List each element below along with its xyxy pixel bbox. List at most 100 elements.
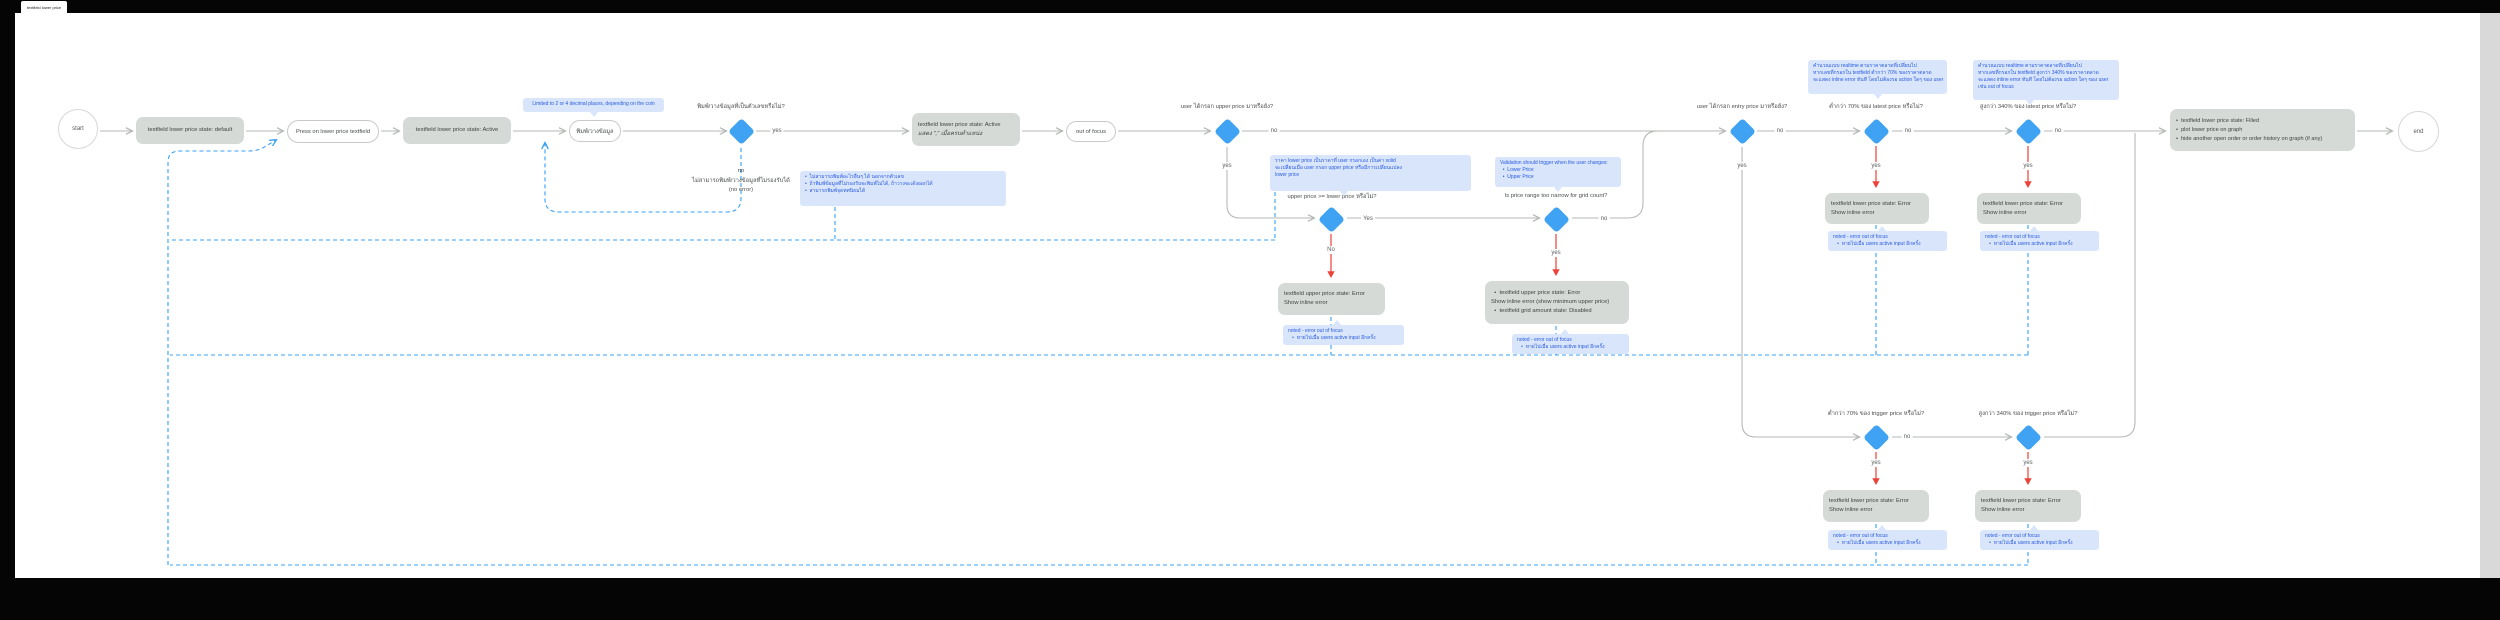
event-press-lower-textfield[interactable]: Press on lower price textfield — [287, 120, 379, 143]
edgelabel-upper-gte-lower-yes-text: Yes — [1363, 216, 1373, 222]
note-validation-trigger[interactable]: Validation should trigger when the user … — [1495, 157, 1621, 192]
label-decision-above340-trigger-text: สูงกว่า 340% ของ trigger price หรือไม่? — [1978, 411, 2078, 417]
edgelabel-upper-entered-no[interactable]: no — [1268, 127, 1280, 135]
edgelabel-range-narrow-yes[interactable]: yes — [1549, 249, 1563, 257]
page-tab[interactable]: textfield lower price — [21, 1, 67, 13]
label-decision-entry-entered-text: user ได้กรอก entry price มาหรือยัง? — [1696, 104, 1788, 110]
note-restart-trigger70-text: noted - error out of focus — [1833, 533, 1888, 539]
note-unsupported-input-text: • สามารถพิมพ์จุดทศนิยมได้ — [805, 188, 866, 194]
event-type-paste[interactable]: พิมพ์/วางข้อมูล — [569, 120, 621, 142]
note-restart-upper-error-min-text: noted - error out of focus — [1517, 337, 1572, 343]
state-lower-filled-final[interactable]: • textfield lower price state: Filled• p… — [2170, 109, 2355, 151]
label-decision-below70-trigger[interactable]: ต่ำกว่า 70% ของ trigger price หรือไม่? — [1816, 410, 1936, 420]
restart-connectors — [167, 140, 2029, 566]
start-terminal[interactable]: start — [58, 109, 98, 149]
label-numeric-no-text: no — [737, 168, 745, 174]
edgelabel-upper-gte-lower-yes[interactable]: Yes — [1361, 215, 1375, 223]
state-upper-error-text: Show inline error — [1284, 300, 1328, 306]
state-lower-filled-final-text: • hide another open order or order histo… — [2176, 135, 2323, 142]
flow-canvas[interactable] — [15, 13, 2480, 578]
note-realtime-low70-text: หากเลขที่กรอกใน textfield ต่ำกว่า 70% ขอ… — [1813, 70, 1932, 76]
edgelabel-above340-latest-yes[interactable]: yes — [2021, 162, 2035, 170]
state-upper-error-min-text: Show inline error (show minimum upper pr… — [1491, 299, 1610, 305]
note-realtime-high340-text: หากเลขที่กรอกใน textfield สูงกว่า 340% ข… — [1978, 70, 2099, 76]
label-decision-above340-latest-text: สูงกว่า 340% ของ latest price หรือไม่? — [1979, 104, 2077, 110]
edgelabel-range-narrow-yes-text: yes — [1551, 250, 1561, 256]
edgelabel-range-narrow-no[interactable]: no — [1598, 215, 1610, 223]
edgelabel-entry-entered-yes[interactable]: yes — [1735, 162, 1749, 170]
label-decision-entry-entered[interactable]: user ได้กรอก entry price มาหรือยัง? — [1682, 103, 1802, 113]
edgelabel-below70-trigger-yes[interactable]: yes — [1869, 459, 1883, 467]
note-realtime-low70-text: จะแสดง inline error ทันที โดยไม่ต้องรอ a… — [1813, 77, 1944, 83]
label-decision-above340-trigger[interactable]: สูงกว่า 340% ของ trigger price หรือไม่? — [1967, 410, 2089, 420]
state-lower-error-latest340-text: Show inline error — [1983, 209, 2027, 216]
state-lower-error-latest340-text: textfield lower price state: Error — [1983, 200, 2063, 207]
label-decision-upper-entered[interactable]: user ได้กรอก upper price มาหรือยัง? — [1167, 103, 1287, 113]
note-unsupported-input[interactable]: • ไม่สามารถพิมพ์อะไรอื่นๆ ได้ นอกจากตัวเ… — [800, 171, 1006, 206]
label-decision-range-narrow[interactable]: Is price range too narrow for grid count… — [1496, 192, 1616, 202]
label-decision-above340-latest[interactable]: สูงกว่า 340% ของ latest price หรือไม่? — [1968, 103, 2088, 113]
note-restart-trigger70[interactable]: noted - error out of focus • หายไปเมื่อ … — [1828, 525, 1947, 550]
edgelabel-below70-latest-no[interactable]: no — [1902, 127, 1914, 135]
label-decision-below70-trigger-text: ต่ำกว่า 70% ของ trigger price หรือไม่? — [1827, 411, 1925, 417]
state-lower-active[interactable]: textfield lower price state: Active — [403, 117, 511, 144]
note-restart-trigger340-text: noted - error out of focus — [1985, 533, 2040, 539]
state-lower-filled-final-text: • textfield lower price state: Filled — [2176, 117, 2260, 124]
end-terminal[interactable]: end — [2398, 111, 2439, 152]
event-out-of-focus[interactable]: out of focus — [1066, 121, 1116, 142]
state-lower-default-text: textfield lower price state: default — [147, 127, 233, 133]
note-restart-upper-error[interactable]: noted - error out of focus • หายไปเมื่อ … — [1283, 320, 1404, 345]
edgelabel-entry-entered-yes-text: yes — [1737, 163, 1747, 169]
note-restart-latest340[interactable]: noted - error out of focus • หายไปเมื่อ … — [1980, 226, 2099, 251]
note-restart-trigger340[interactable]: noted - error out of focus • หายไปเมื่อ … — [1980, 525, 2099, 550]
edgelabel-upper-entered-no-text: no — [1270, 128, 1278, 134]
state-lower-default[interactable]: textfield lower price state: default — [136, 117, 244, 144]
note-restart-upper-error-min[interactable]: noted - error out of focus • หายไปเมื่อ … — [1512, 329, 1629, 354]
edgelabel-upper-entered-yes[interactable]: yes — [1220, 162, 1234, 170]
note-restart-latest70[interactable]: noted - error out of focus • หายไปเมื่อ … — [1828, 226, 1947, 251]
note-realtime-low70[interactable]: คำนวณแบบ realtime ตามราคาตลาดที่เปลี่ยนไ… — [1808, 60, 1947, 99]
state-lower-error-latest70-text: Show inline error — [1831, 209, 1875, 216]
state-lower-error-trigger70-text: Show inline error — [1829, 507, 1873, 513]
edgelabel-numeric-yes[interactable]: yes — [770, 127, 784, 135]
state-lower-error-trigger340-text: Show inline error — [1981, 507, 2025, 513]
edgelabel-above340-latest-no[interactable]: no — [2052, 127, 2064, 135]
edgelabel-above340-trigger-yes-text: yes — [2023, 460, 2033, 466]
label-decision-below70-latest[interactable]: ต่ำกว่า 70% ของ latest price หรือไม่? — [1816, 103, 1936, 113]
note-validation-trigger-text: • Lower Price — [1500, 167, 1534, 173]
note-decimal-limit[interactable]: Limited to 2 or 4 decimal places, depend… — [523, 98, 664, 117]
event-type-paste-text: พิมพ์/วางข้อมูล — [576, 129, 614, 135]
solid-connectors — [100, 131, 2392, 437]
label-decision-numeric[interactable]: พิมพ์/วางข้อมูลที่เป็นตัวเลขหรือไม่? — [686, 103, 796, 113]
edgelabel-above340-latest-no-text: no — [2054, 128, 2062, 134]
edgelabel-below70-trigger-no[interactable]: no — [1901, 433, 1913, 441]
note-realtime-low70-text: คำนวณแบบ realtime ตามราคาตลาดที่เปลี่ยนไ… — [1813, 63, 1917, 69]
note-restart-upper-error-min-text: • หายไปเมื่อ users active input อีกครั้ง — [1517, 344, 1605, 350]
edgelabel-below70-latest-yes[interactable]: yes — [1869, 162, 1883, 170]
label-numeric-no-text: (no error) — [728, 187, 754, 193]
label-decision-below70-latest-text: ต่ำกว่า 70% ของ latest price หรือไม่? — [1829, 104, 1923, 110]
note-validation-trigger-text: • Upper Price — [1500, 174, 1534, 180]
note-realtime-high340[interactable]: คำนวณแบบ realtime ตามราคาตลาดที่เปลี่ยนไ… — [1973, 60, 2119, 105]
event-press-lower-textfield-text: Press on lower price textfield — [295, 128, 371, 135]
end-terminal-text: end — [2413, 128, 2424, 135]
edgelabel-above340-trigger-yes[interactable]: yes — [2021, 459, 2035, 467]
edgelabel-upper-gte-lower-no[interactable]: No — [1325, 246, 1337, 254]
note-lower-solid[interactable]: ราคา lower price เป็นราคาที่ user กรอกเอ… — [1270, 155, 1471, 196]
edgelabel-entry-entered-no-text: no — [1776, 128, 1784, 134]
note-realtime-high340-text: เช่น out of focus — [1978, 84, 2014, 90]
label-decision-range-narrow-text: Is price range too narrow for grid count… — [1504, 193, 1608, 199]
edgelabel-numeric-yes-text: yes — [772, 128, 782, 134]
label-decision-upper-gte-lower[interactable]: upper price >= lower price หรือไม่? — [1272, 193, 1392, 203]
edgelabel-entry-entered-no[interactable]: no — [1774, 127, 1786, 135]
